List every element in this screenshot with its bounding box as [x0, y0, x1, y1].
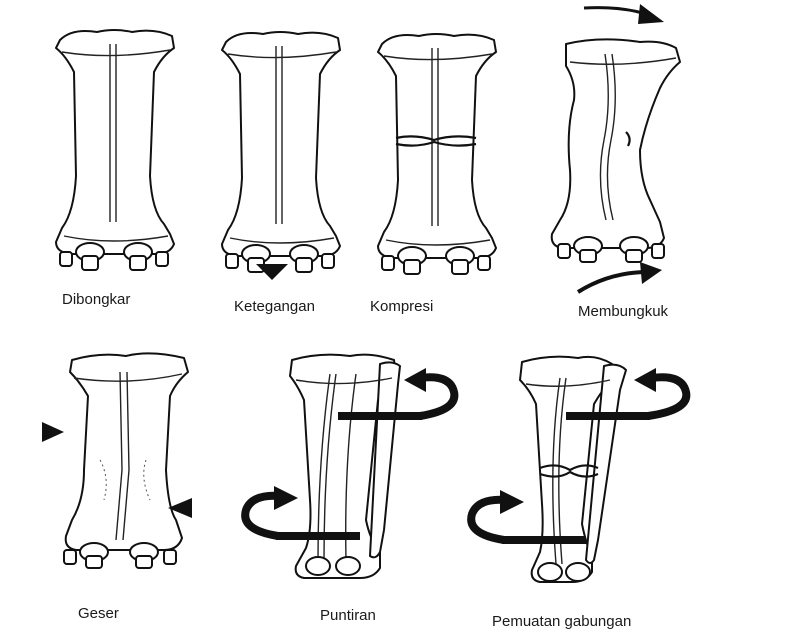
bone-shear: [64, 353, 188, 568]
bone-combined-loading: [520, 357, 626, 582]
caption-kompresi: Kompresi: [370, 298, 433, 315]
torsion-top-bar: [338, 412, 422, 420]
bone-compression: [378, 34, 496, 274]
torsion-bottom-bar: [276, 532, 360, 540]
combined-bottom-arrowhead-icon: [500, 490, 524, 514]
torsion-bottom-arrowhead-icon: [274, 486, 298, 510]
caption-puntiran: Puntiran: [320, 607, 376, 624]
bending-top-arrowhead-icon: [638, 4, 664, 24]
combined-bottom-bar: [502, 536, 586, 544]
torsion-top-arrowhead-icon: [404, 368, 426, 392]
caption-membungkuk: Membungkuk: [578, 303, 669, 320]
bending-bottom-arrow-icon: [578, 272, 648, 292]
caption-ketegangan: Ketegangan: [234, 298, 315, 315]
bone-torsion: [290, 355, 400, 578]
bone-tension: [222, 32, 340, 272]
bending-top-arrow-icon: [584, 8, 646, 14]
caption-pemuatan-gabungan: Pemuatan gabungan: [492, 613, 631, 630]
bone-unloaded: [56, 30, 174, 270]
bone-bending: [552, 39, 680, 262]
combined-top-arrowhead-icon: [634, 368, 656, 392]
combined-top-bar: [566, 412, 650, 420]
caption-dibongkar: Dibongkar: [62, 291, 130, 308]
caption-geser: Geser: [78, 605, 119, 622]
shear-left-arrow-icon: [42, 422, 64, 442]
bending-bottom-arrowhead-icon: [640, 262, 662, 284]
